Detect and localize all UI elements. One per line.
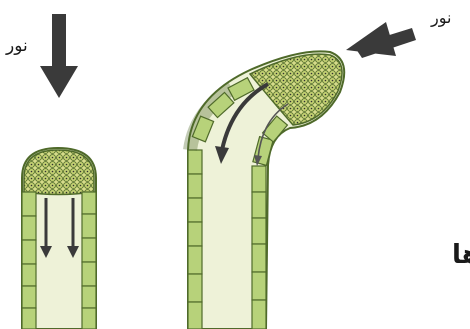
light-arrow-right [346,22,416,58]
left-shoot [22,148,96,329]
light-arrow-left [40,14,78,98]
light-label-right: نور [431,8,451,27]
light-label-left: نور [6,36,28,56]
left-wall-cells-right [82,192,96,329]
right-shoot [188,51,344,329]
left-tip-cells [24,150,94,195]
left-wall-cells-left [22,192,36,329]
right-wall-cells-right [252,116,287,329]
edge-text-fragment: ها [452,240,470,270]
